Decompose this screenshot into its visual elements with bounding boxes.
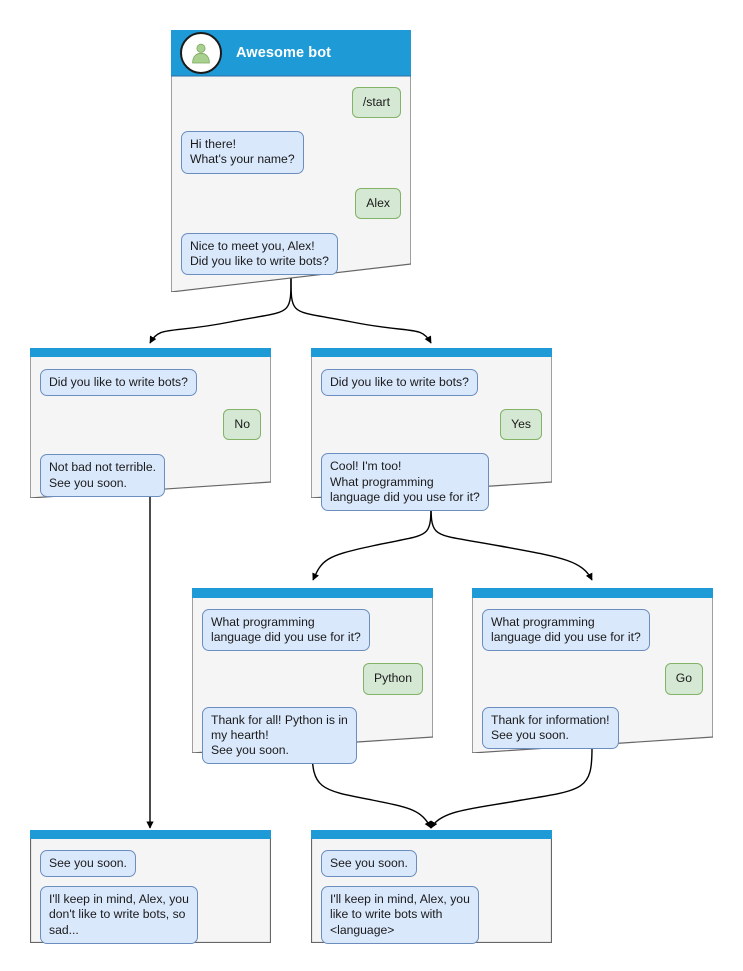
message-row: Alex (181, 187, 401, 219)
bot-message-bubble[interactable]: Hi there! What's your name? (181, 131, 304, 174)
bot-message-bubble[interactable]: Not bad not terrible. See you soon. (40, 454, 166, 497)
bot-message-bubble[interactable]: What programming language did you use fo… (482, 609, 650, 652)
message-row: Python (202, 663, 423, 695)
chat-node-no-branch[interactable]: Did you like to write bots? No Not bad n… (30, 348, 271, 498)
bot-message-bubble[interactable]: Cool! I'm too! What programming language… (321, 453, 489, 512)
message-row: See you soon. (321, 850, 542, 878)
root-node-header: Awesome bot (171, 30, 411, 76)
message-row: What programming language did you use fo… (482, 609, 703, 652)
message-row: No (40, 409, 261, 441)
message-row: Go (482, 663, 703, 695)
message-row: Thank for information! See you soon. (482, 706, 703, 750)
message-row: Did you like to write bots? (321, 369, 542, 397)
bot-message-bubble[interactable]: See you soon. (321, 850, 417, 878)
user-message-bubble[interactable]: No (223, 409, 261, 441)
bot-message-bubble[interactable]: Did you like to write bots? (40, 369, 197, 397)
message-row: /start (181, 87, 401, 119)
message-row: Cool! I'm too! What programming language… (321, 453, 542, 512)
chat-node-root[interactable]: Awesome bot /start Hi there! What's your… (171, 30, 411, 292)
message-row: See you soon. (40, 850, 261, 878)
bot-message-bubble[interactable]: I'll keep in mind, Alex, you like to wri… (321, 886, 479, 944)
edge-go-to-end-happy (430, 747, 593, 829)
end-sad-chat-body: See you soon. I'll keep in mind, Alex, y… (30, 839, 271, 944)
message-row: Hi there! What's your name? (181, 131, 401, 174)
python-branch-chat-body: What programming language did you use fo… (192, 598, 433, 765)
end-happy-chat-body: See you soon. I'll keep in mind, Alex, y… (311, 839, 552, 944)
bot-message-bubble[interactable]: What programming language did you use fo… (202, 609, 370, 652)
message-row: Did you like to write bots? (40, 369, 261, 397)
message-row: Nice to meet you, Alex! Did you like to … (181, 232, 401, 276)
message-row: I'll keep in mind, Alex, you don't like … (40, 886, 261, 944)
chat-node-go-branch[interactable]: What programming language did you use fo… (472, 588, 713, 753)
yes-branch-chat-body: Did you like to write bots? Yes Cool! I'… (311, 357, 552, 512)
user-message-bubble[interactable]: Alex (355, 187, 401, 219)
bot-message-bubble[interactable]: I'll keep in mind, Alex, you don't like … (40, 886, 198, 944)
user-message-bubble[interactable]: Yes (500, 409, 542, 441)
bot-message-bubble[interactable]: Nice to meet you, Alex! Did you like to … (181, 232, 338, 276)
message-row: Yes (321, 409, 542, 441)
chat-node-end-sad[interactable]: See you soon. I'll keep in mind, Alex, y… (30, 830, 271, 944)
bot-title: Awesome bot (236, 45, 332, 61)
bot-message-bubble[interactable]: Thank for all! Python is in my hearth! S… (202, 706, 357, 765)
chat-node-python-branch[interactable]: What programming language did you use fo… (192, 588, 433, 765)
message-row: What programming language did you use fo… (202, 609, 423, 652)
message-row: Thank for all! Python is in my hearth! S… (202, 706, 423, 765)
bot-message-bubble[interactable]: See you soon. (40, 850, 136, 878)
user-message-bubble[interactable]: Go (664, 663, 703, 695)
go-branch-chat-body: What programming language did you use fo… (472, 598, 713, 750)
user-message-bubble[interactable]: /start (351, 87, 401, 119)
edge-yes-to-go (430, 499, 593, 581)
person-avatar-icon (180, 32, 222, 74)
bot-message-bubble[interactable]: Did you like to write bots? (321, 369, 478, 397)
message-row: I'll keep in mind, Alex, you like to wri… (321, 886, 542, 944)
chat-node-end-happy[interactable]: See you soon. I'll keep in mind, Alex, y… (311, 830, 552, 944)
bot-message-bubble[interactable]: Thank for information! See you soon. (482, 706, 619, 750)
message-row: Not bad not terrible. See you soon. (40, 454, 261, 497)
user-message-bubble[interactable]: Python (363, 663, 423, 695)
root-chat-body: /start Hi there! What's your name? Alex … (171, 76, 411, 276)
edge-yes-to-python (312, 499, 432, 581)
chat-node-yes-branch[interactable]: Did you like to write bots? Yes Cool! I'… (311, 348, 552, 512)
no-branch-chat-body: Did you like to write bots? No Not bad n… (30, 357, 271, 497)
